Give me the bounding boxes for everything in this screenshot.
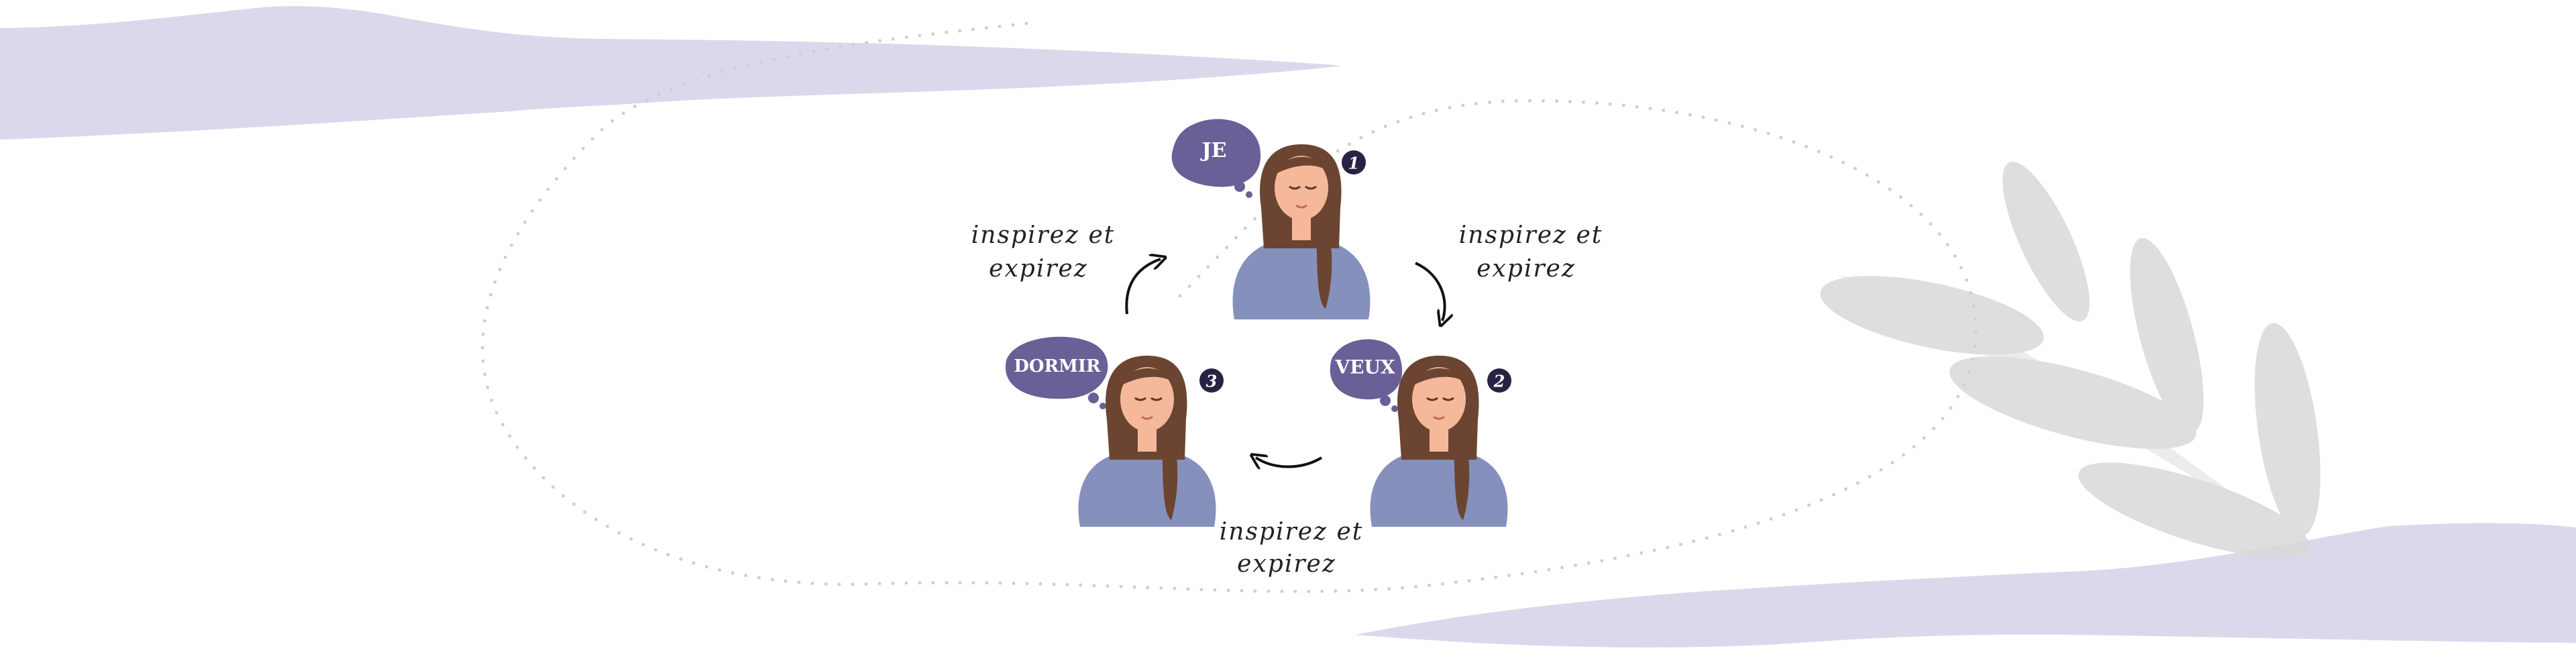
person-icon [1232, 144, 1371, 319]
svg-text:expirez: expirez [1237, 550, 1336, 578]
svg-text:inspirez et: inspirez et [1220, 518, 1363, 546]
arrow-icon [1256, 458, 1323, 467]
person-icon [1078, 356, 1216, 527]
step-3-group: DORMIR 3 [1005, 336, 1224, 527]
svg-text:inspirez et: inspirez et [1459, 221, 1603, 249]
person-icon [1370, 356, 1508, 527]
thought-bubble-icon [1005, 336, 1108, 409]
thought-bubble-icon [1171, 119, 1261, 198]
svg-text:3: 3 [1206, 372, 1218, 391]
step-2-group: VEUX 2 [1330, 339, 1511, 527]
caption-right: inspirez et expirez [1459, 221, 1603, 283]
svg-text:expirez: expirez [1477, 255, 1576, 283]
caption-left: inspirez et expirez [971, 221, 1115, 283]
step-3-word: DORMIR [1014, 356, 1101, 376]
arrow-icon [1125, 259, 1161, 315]
step-2-number-badge: 2 [1487, 368, 1511, 393]
svg-text:inspirez et: inspirez et [971, 221, 1115, 249]
leaf-shadow-icon [1820, 162, 2320, 558]
caption-bottom: inspirez et expirez [1220, 518, 1363, 578]
step-1-group: JE 1 [1171, 119, 1371, 319]
step-3-number-badge: 3 [1199, 368, 1224, 393]
step-1-word: JE [1199, 139, 1226, 162]
thought-bubble-icon [1330, 339, 1403, 412]
arrow-icon [1415, 262, 1445, 321]
svg-text:expirez: expirez [989, 255, 1088, 283]
svg-text:2: 2 [1493, 372, 1505, 391]
svg-text:1: 1 [1348, 154, 1360, 173]
step-1-number-badge: 1 [1342, 150, 1366, 174]
brush-stroke-top [0, 6, 1342, 140]
step-2-word: VEUX [1334, 356, 1395, 378]
